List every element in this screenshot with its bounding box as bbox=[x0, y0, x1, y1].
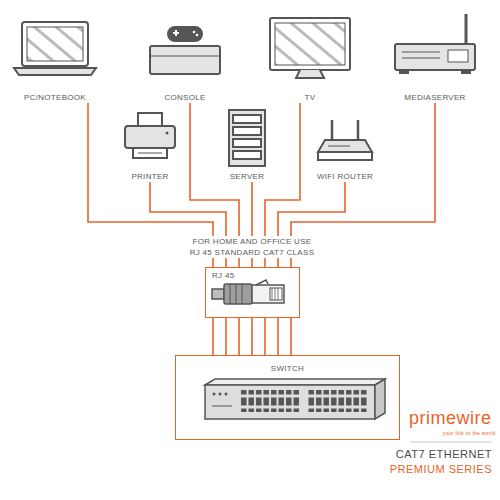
device-node: PRINTER bbox=[115, 108, 185, 182]
brand-logo: primewire bbox=[409, 408, 492, 429]
console-icon bbox=[150, 27, 220, 74]
tv-icon bbox=[270, 18, 350, 78]
box-label: RJ 45 bbox=[211, 271, 235, 281]
brand-slogan: your link to the world. bbox=[443, 429, 497, 437]
cable-line bbox=[238, 318, 240, 355]
printer-icon bbox=[125, 113, 175, 158]
device-node: TV bbox=[260, 15, 360, 103]
device-label: WIFI ROUTER bbox=[316, 172, 374, 182]
device-node: SERVER bbox=[212, 104, 282, 182]
cable-line bbox=[225, 318, 227, 355]
device-node: MEDIASERVER bbox=[385, 15, 485, 103]
product-line: CAT7 ETHERNET bbox=[396, 447, 492, 461]
device-label: SERVER bbox=[229, 172, 266, 182]
device-label: MEDIASERVER bbox=[403, 93, 466, 103]
cable-line bbox=[212, 318, 214, 355]
logo-rule bbox=[410, 442, 492, 443]
wifi-router-icon bbox=[318, 120, 372, 160]
connector-box: RJ 45 bbox=[205, 267, 300, 318]
switch-box: SWITCH bbox=[175, 355, 400, 440]
server-icon bbox=[229, 110, 265, 166]
device-node: CONSOLE bbox=[135, 15, 235, 103]
cable-line bbox=[277, 318, 279, 355]
device-node: WIFI ROUTER bbox=[310, 112, 380, 182]
usage-note: RJ 45 STANDARD CAT7 CLASS bbox=[187, 247, 318, 258]
device-label: PC/NOTEBOOK bbox=[23, 93, 87, 103]
device-node: PC/NOTEBOOK bbox=[5, 15, 105, 103]
cable-line bbox=[264, 318, 266, 355]
mediaserver-icon bbox=[395, 14, 475, 73]
device-label: PRINTER bbox=[130, 172, 169, 182]
rj45-plug bbox=[212, 280, 284, 304]
device-label: TV bbox=[304, 93, 317, 103]
switch-device bbox=[205, 379, 385, 419]
cable-line bbox=[251, 318, 253, 355]
usage-note: FOR HOME AND OFFICE USE bbox=[190, 236, 315, 247]
device-label: CONSOLE bbox=[163, 93, 206, 103]
product-series: PREMIUM SERIES bbox=[390, 462, 492, 476]
cable-line bbox=[290, 318, 292, 355]
box-title: SWITCH bbox=[270, 364, 305, 374]
laptop-icon bbox=[14, 22, 96, 75]
